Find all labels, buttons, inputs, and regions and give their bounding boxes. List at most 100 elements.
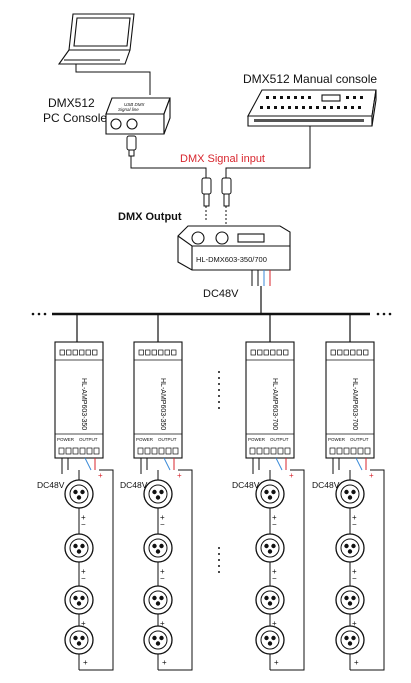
led-lamp-inner: [340, 590, 360, 610]
amp-output-terminal: [65, 447, 72, 455]
amp-output-terminal: [72, 447, 79, 455]
amp-input-terminal: [66, 349, 72, 356]
led-dot: [152, 489, 157, 495]
amp-input-terminal: [276, 349, 282, 356]
led-lamp-inner: [260, 484, 280, 504]
led-dot: [351, 489, 356, 495]
input-xlr-plugs: [201, 177, 232, 207]
amp-input-terminal: [85, 349, 91, 356]
led-dot: [264, 595, 269, 601]
led-lamp-inner: [260, 590, 280, 610]
led-dot: [264, 489, 269, 495]
lamp-return-wire: [270, 469, 305, 671]
amp-model-label: HL-AMP603-700: [271, 378, 278, 430]
amp-output-terminal: [343, 447, 350, 455]
lamp-plus: +: [352, 513, 357, 522]
lamp-plus: +: [272, 619, 277, 628]
decoder-model-label: HL-DMX603-350/700: [196, 255, 267, 264]
lamp-plus: +: [81, 567, 86, 576]
amp-output-terminal: [350, 447, 357, 455]
led-dot: [159, 489, 164, 495]
led-dot: [271, 489, 276, 495]
amplifier-box: [245, 341, 295, 459]
lamp-end-plus: +: [274, 658, 279, 667]
amp-input-terminal: [164, 349, 170, 356]
led-dot: [73, 595, 78, 601]
amp-dc-label: DC48V: [232, 480, 260, 490]
led-dot: [76, 549, 82, 554]
amp-output-plus: +: [177, 471, 182, 480]
led-dot: [155, 641, 161, 646]
amp-input-terminal: [151, 349, 157, 356]
led-lamp-inner: [340, 484, 360, 504]
amp-output-terminal: [270, 447, 277, 455]
amp-model-label: HL-AMP603-350: [159, 378, 166, 430]
led-dot: [80, 595, 85, 601]
amplifier-box: [133, 341, 183, 459]
pc-dmx-cable: [130, 156, 207, 178]
pc-xlr-plug: [126, 135, 137, 157]
ellipsis-amps: [218, 371, 220, 409]
amp-input-terminal: [145, 349, 151, 356]
amp-output-terminal: [93, 447, 100, 455]
dmx-output-label: DMX Output: [118, 211, 182, 223]
led-dot: [155, 549, 161, 554]
amplifier-box: [54, 341, 104, 459]
amp-output-label: OUTPUT: [350, 437, 369, 442]
amp-input-terminal: [59, 349, 65, 356]
lamp-end-plus: +: [162, 658, 167, 667]
amp-input-terminal: [257, 349, 263, 356]
lamp-minus: −: [272, 520, 277, 529]
led-dot: [347, 641, 353, 646]
amp-input-terminal: [356, 349, 362, 356]
amp-output-terminal: [151, 447, 158, 455]
amp-blue-wire: [355, 457, 363, 471]
amp-output-terminal: [144, 447, 151, 455]
led-dot: [264, 635, 269, 641]
lamp-plus: +: [160, 619, 165, 628]
bus-left-dots: [31, 312, 47, 316]
led-dot: [73, 489, 78, 495]
ellipsis-lamps: [218, 547, 220, 573]
laptop-icon: [57, 13, 135, 65]
lamp-plus: +: [352, 619, 357, 628]
lamp-plus: +: [160, 567, 165, 576]
amp-output-terminal: [158, 447, 165, 455]
led-dot: [347, 549, 353, 554]
led-dot: [152, 635, 157, 641]
lamp-plus: +: [272, 567, 277, 576]
amp-input-terminal: [343, 349, 349, 356]
led-dot: [76, 495, 82, 500]
amp-output-terminal: [58, 447, 65, 455]
amp-input-terminal: [337, 349, 343, 356]
amp-input-terminal: [138, 349, 144, 356]
led-dot: [152, 595, 157, 601]
amp-dc-label: DC48V: [312, 480, 340, 490]
led-lamp-inner: [340, 630, 360, 650]
amp-output-plus: +: [98, 471, 103, 480]
amp-power-label: POWER: [57, 437, 75, 442]
amp-input-terminal: [270, 349, 276, 356]
amp-power-label: POWER: [328, 437, 346, 442]
lamp-minus: −: [352, 574, 357, 583]
led-dot: [344, 489, 349, 495]
amp-input-terminal: [330, 349, 336, 356]
amp-blue-wire: [275, 457, 283, 471]
amp-input-terminal: [72, 349, 78, 356]
led-dot: [73, 635, 78, 641]
bus-right-dots: [376, 312, 392, 316]
led-lamp-inner: [69, 538, 89, 558]
lamp-minus: −: [81, 574, 86, 583]
amp-output-terminal: [277, 447, 284, 455]
amp-output-label: OUTPUT: [158, 437, 177, 442]
amp-input-terminal: [283, 349, 289, 356]
led-lamp-inner: [148, 590, 168, 610]
usb-dmx-box-label-1: USB DMX: [124, 102, 146, 107]
led-dot: [267, 549, 273, 554]
dmx-decoder-box: [177, 225, 291, 271]
lamp-minus: −: [272, 574, 277, 583]
led-lamp-inner: [260, 630, 280, 650]
lamp-return-wire: [158, 469, 193, 671]
